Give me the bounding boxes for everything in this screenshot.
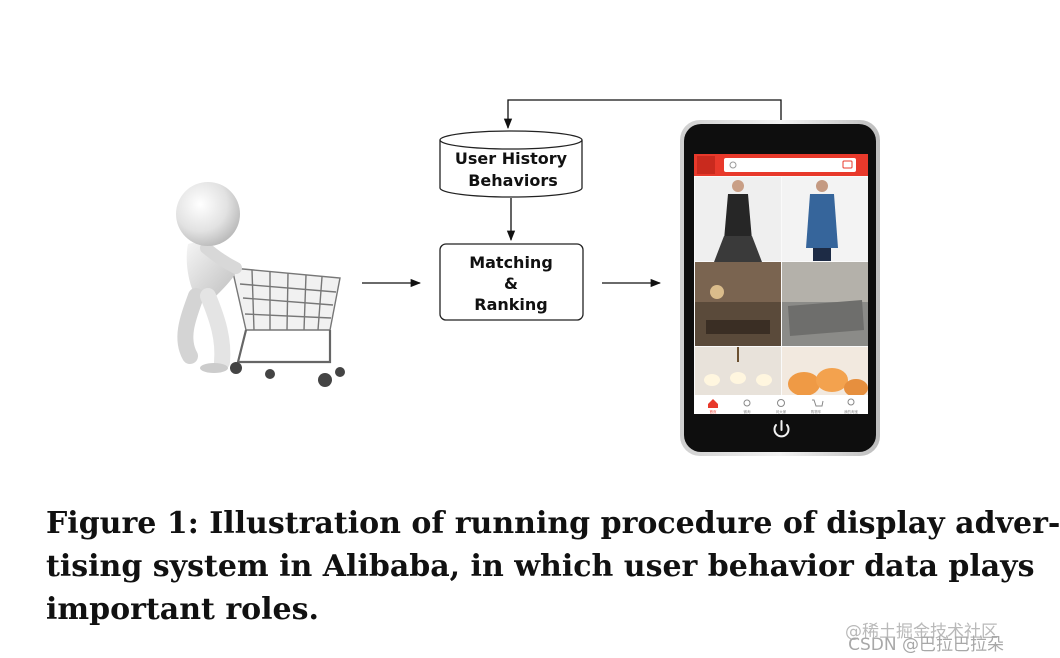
- product-tile-6: [782, 347, 868, 397]
- caption-line-1: Figure 1: Illustration of running proced…: [46, 506, 1060, 541]
- history-node-label-2: Behaviors: [468, 171, 558, 190]
- app-logo-icon: [697, 156, 715, 174]
- app-search-box: [724, 158, 856, 172]
- nav-label-cart: 购物车: [811, 409, 822, 414]
- nav-ask-icon: [777, 399, 785, 407]
- user-history-behaviors-node: User History Behaviors: [439, 130, 583, 198]
- nav-profile-icon: [847, 398, 855, 406]
- power-icon: [773, 420, 790, 438]
- search-icon: [729, 161, 737, 169]
- arrow-phone-to-history: [503, 99, 782, 130]
- watermark-csdn: CSDN @巴拉巴拉朵: [848, 635, 1004, 655]
- shopping-cart-icon: [225, 262, 341, 364]
- product-tile-2: [782, 177, 868, 261]
- product-tile-3: [695, 262, 781, 346]
- history-node-label-1: User History: [455, 149, 568, 168]
- ad-system-diagram: User History Behaviors Matching & Rankin…: [176, 99, 880, 456]
- nav-label-home: 首页: [710, 409, 718, 414]
- caption-line-3: important roles.: [46, 592, 319, 627]
- camera-icon: [842, 160, 853, 169]
- smartphone-mockup: 首页 微淘 问大家 购物车 我的淘宝: [680, 120, 880, 456]
- product-tile-5: [695, 347, 781, 395]
- nav-label-weitao: 微淘: [744, 409, 752, 414]
- ranking-node-label-2: &: [504, 274, 518, 293]
- nav-weitao-icon: [743, 399, 751, 407]
- nav-label-profile: 我的淘宝: [844, 409, 858, 414]
- caption-line-2: tising system in Alibaba, in which user …: [46, 549, 1035, 584]
- product-tile-1: [695, 177, 781, 262]
- shopper-with-cart-image: [176, 182, 345, 387]
- nav-label-ask: 问大家: [776, 409, 787, 414]
- ranking-node-label-3: Ranking: [474, 295, 547, 314]
- ranking-node-label-1: Matching: [469, 253, 553, 272]
- nav-cart-icon: [812, 399, 824, 407]
- app-bottom-nav: [694, 395, 868, 414]
- matching-ranking-node: Matching & Ranking: [439, 243, 584, 321]
- watermark-juejin: @稀土掘金技术社区: [845, 622, 998, 642]
- product-tile-4: [782, 262, 868, 346]
- nav-home-icon: [708, 399, 718, 408]
- figure-head: [176, 182, 240, 246]
- figure-caption: Figure 1: Illustration of running proced…: [46, 502, 1060, 631]
